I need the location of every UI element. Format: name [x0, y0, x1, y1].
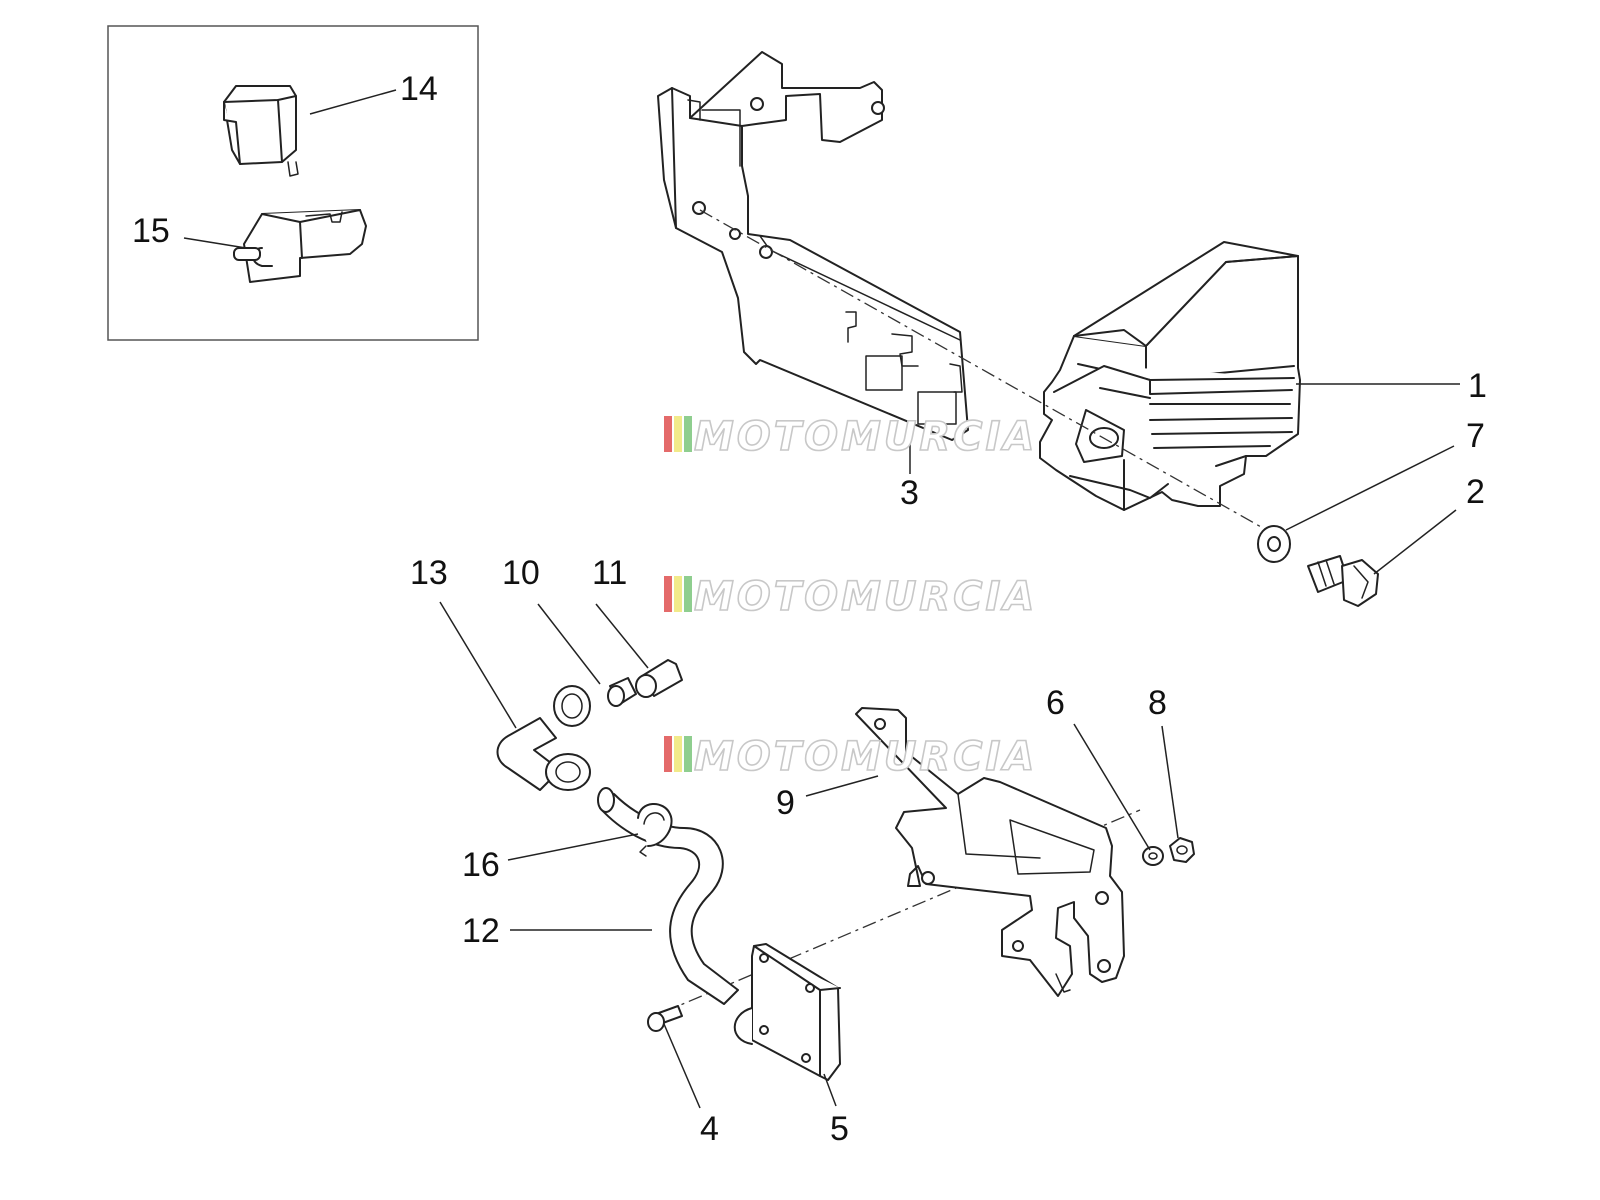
watermark-stripe	[664, 416, 672, 452]
callout-3: 3	[900, 474, 919, 512]
part-4-screw	[647, 1005, 683, 1032]
callout-13: 13	[410, 554, 448, 592]
watermark-2: MOTOMURCIA	[664, 573, 1037, 621]
part-7-washer	[1257, 525, 1291, 563]
part-3-bracket	[657, 51, 969, 441]
part-2-bolt	[1307, 555, 1379, 607]
part-9-bracket	[855, 707, 1125, 997]
watermark-stripe	[664, 576, 672, 612]
callout-8: 8	[1148, 684, 1167, 722]
watermark-stripe	[684, 736, 692, 772]
callout-6: 6	[1046, 684, 1065, 722]
part-11-cap	[635, 659, 683, 698]
watermark-3: MOTOMURCIA	[664, 733, 1037, 781]
watermark-text: MOTOMURCIA	[694, 574, 1037, 620]
callout-15: 15	[132, 212, 170, 250]
watermark-stripe	[664, 736, 672, 772]
callout-5: 5	[830, 1110, 849, 1148]
callout-9: 9	[776, 784, 795, 822]
callout-11: 11	[592, 554, 627, 592]
callout-14: 14	[400, 70, 438, 108]
part-15-switch	[233, 209, 367, 283]
watermark-stripe	[674, 576, 682, 612]
part-12-hose	[597, 787, 739, 1005]
callout-7: 7	[1466, 417, 1485, 455]
callout-16: 16	[462, 846, 500, 884]
part-1-regulator	[1039, 241, 1301, 511]
callout-4: 4	[700, 1110, 719, 1148]
callout-10: 10	[502, 554, 540, 592]
watermark-text: MOTOMURCIA	[694, 414, 1037, 460]
callout-1: 1	[1468, 367, 1487, 405]
watermark-stripe	[674, 736, 682, 772]
callout-12: 12	[462, 912, 500, 950]
callout-2: 2	[1466, 473, 1485, 511]
part-13-elbow	[496, 685, 591, 791]
part-8-nut	[1169, 837, 1195, 863]
part-10-sleeve	[607, 677, 637, 707]
watermark-text: MOTOMURCIA	[694, 734, 1037, 780]
watermark-stripe	[674, 416, 682, 452]
watermark-stripe	[684, 576, 692, 612]
watermark-stripe	[684, 416, 692, 452]
part-5-box	[733, 943, 841, 1081]
inset-frame	[107, 25, 479, 341]
part-16-clamp	[637, 803, 673, 857]
watermark-1: MOTOMURCIA	[664, 413, 1037, 461]
part-6-washer	[1142, 846, 1164, 866]
part-14-relay	[223, 85, 299, 177]
